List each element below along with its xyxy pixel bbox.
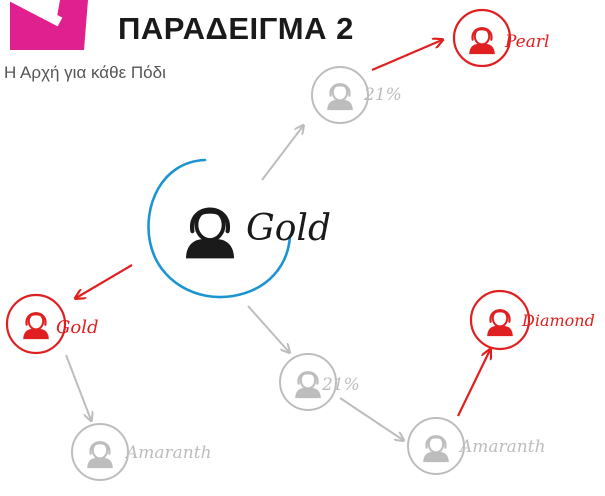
arrow-amaranth-right-to-diamond	[457, 350, 490, 417]
node-label: Amaranth	[458, 437, 546, 457]
node-label: Gold	[56, 317, 99, 338]
person-icon	[468, 27, 496, 56]
page-subtitle: Η Αρχή για κάθε Πόδι	[4, 63, 166, 82]
connector-arrows	[65, 40, 490, 440]
node-label: Diamond	[521, 311, 595, 330]
arrow-pct-top-to-pearl	[371, 40, 442, 72]
node-label: Amaranth	[124, 443, 212, 463]
arrow-center-to-pct-middle	[247, 305, 289, 352]
person-icon	[486, 309, 514, 338]
node-amaranth-bottom-right: Amaranth	[407, 417, 546, 475]
node-gold-left: Gold	[5, 293, 99, 355]
person-icon	[86, 441, 114, 470]
node-gold-center: Gold	[147, 158, 331, 299]
arrow-center-to-gold-left	[76, 264, 133, 298]
arrow-gold-left-to-amaranth	[65, 354, 91, 420]
node-label: 21%	[363, 85, 402, 105]
node-label: Gold	[246, 208, 331, 249]
person-icon	[294, 371, 322, 400]
person-icon	[22, 312, 50, 341]
node-pct-middle: 21%	[279, 353, 360, 411]
magenta-arrow-icon	[0, 0, 108, 50]
node-amaranth-bottom-left: Amaranth	[71, 423, 212, 481]
node-label: 21%	[321, 375, 360, 395]
person-icon	[326, 83, 354, 112]
node-pearl: Pearl	[452, 8, 549, 68]
node-label: Pearl	[504, 32, 549, 52]
node-diamond: Diamond	[469, 289, 595, 351]
blue-ring	[147, 158, 292, 299]
arrow-center-to-pct-top	[261, 126, 303, 181]
page-title: ΠΑΡΑΔΕΙΓΜΑ 2	[118, 11, 354, 46]
person-icon	[422, 435, 450, 464]
node-pct-top: 21%	[311, 66, 402, 124]
arrow-pct-middle-to-amaranth-right	[339, 397, 403, 440]
person-icon	[186, 210, 234, 259]
